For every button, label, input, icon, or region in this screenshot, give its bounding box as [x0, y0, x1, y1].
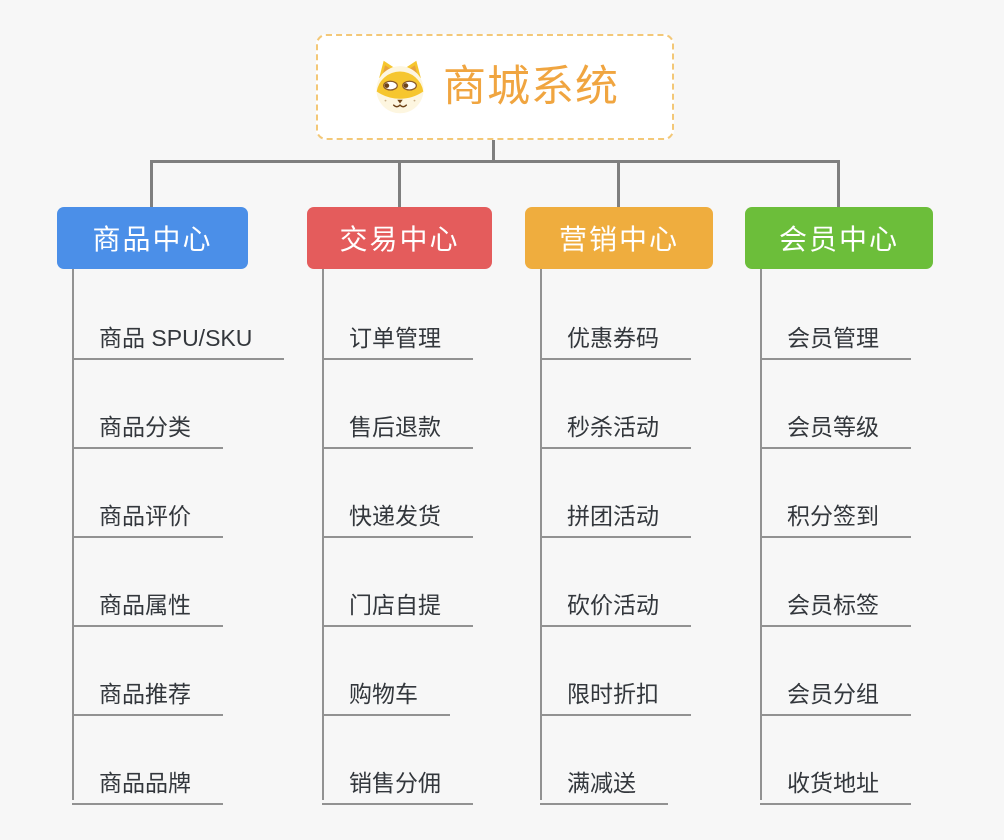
branch-trade-center: 交易中心 订单管理售后退款快递发货门店自提购物车销售分佣 — [307, 207, 492, 805]
connector-bus — [150, 160, 840, 163]
branch-label: 会员中心 — [778, 224, 899, 255]
branch-spine — [760, 269, 762, 800]
topic-item[interactable]: 购物车 — [322, 669, 450, 716]
topic-item[interactable]: 积分签到 — [760, 491, 911, 538]
root-node[interactable]: 商城系统 — [316, 34, 674, 140]
dog-face-icon — [376, 60, 424, 114]
topic-item[interactable]: 收货地址 — [760, 758, 911, 805]
branch-label: 商品中心 — [92, 224, 213, 255]
branch-header-marketing[interactable]: 营销中心 — [525, 207, 713, 269]
connector-root-stub — [492, 140, 495, 162]
connector-drop-3 — [617, 160, 620, 208]
branch-marketing-center: 营销中心 优惠券码秒杀活动拼团活动砍价活动限时折扣满减送 — [525, 207, 713, 805]
connector-drop-1 — [150, 160, 153, 208]
topic-item[interactable]: 会员等级 — [760, 402, 911, 449]
branch-spine — [540, 269, 542, 800]
branch-label: 交易中心 — [339, 224, 460, 255]
topic-item[interactable]: 快递发货 — [322, 491, 473, 538]
root-title: 商城系统 — [443, 62, 619, 111]
topic-item[interactable]: 商品属性 — [72, 580, 223, 627]
topic-item[interactable]: 商品品牌 — [72, 758, 223, 805]
topic-item[interactable]: 砍价活动 — [540, 580, 691, 627]
topic-item[interactable]: 商品分类 — [72, 402, 223, 449]
topic-item[interactable]: 会员分组 — [760, 669, 911, 716]
topic-item[interactable]: 限时折扣 — [540, 669, 691, 716]
topic-item[interactable]: 门店自提 — [322, 580, 473, 627]
branch-member-center: 会员中心 会员管理会员等级积分签到会员标签会员分组收货地址 — [745, 207, 933, 805]
connector-drop-2 — [398, 160, 401, 208]
branch-header-product[interactable]: 商品中心 — [57, 207, 248, 269]
topic-item[interactable]: 会员标签 — [760, 580, 911, 627]
topic-item[interactable]: 商品评价 — [72, 491, 223, 538]
branch-header-trade[interactable]: 交易中心 — [307, 207, 492, 269]
topic-item[interactable]: 拼团活动 — [540, 491, 691, 538]
branch-header-member[interactable]: 会员中心 — [745, 207, 933, 269]
branch-product-center: 商品中心 商品 SPU/SKU 商品分类商品评价商品属性商品推荐商品品牌 — [57, 207, 285, 805]
topic-item[interactable]: 秒杀活动 — [540, 402, 691, 449]
topic-item[interactable]: 商品推荐 — [72, 669, 223, 716]
branch-spine — [322, 269, 324, 800]
branch-label: 营销中心 — [558, 224, 679, 255]
topic-item[interactable]: 优惠券码 — [540, 313, 691, 360]
topic-item[interactable]: 售后退款 — [322, 402, 473, 449]
topic-item[interactable]: 商品 SPU/SKU — [72, 313, 285, 360]
topic-item[interactable]: 满减送 — [540, 758, 668, 805]
topic-item[interactable]: 销售分佣 — [322, 758, 473, 805]
topic-item[interactable]: 会员管理 — [760, 313, 911, 360]
topic-item[interactable]: 订单管理 — [322, 313, 473, 360]
branch-spine — [72, 269, 74, 800]
connector-drop-4 — [837, 160, 840, 208]
